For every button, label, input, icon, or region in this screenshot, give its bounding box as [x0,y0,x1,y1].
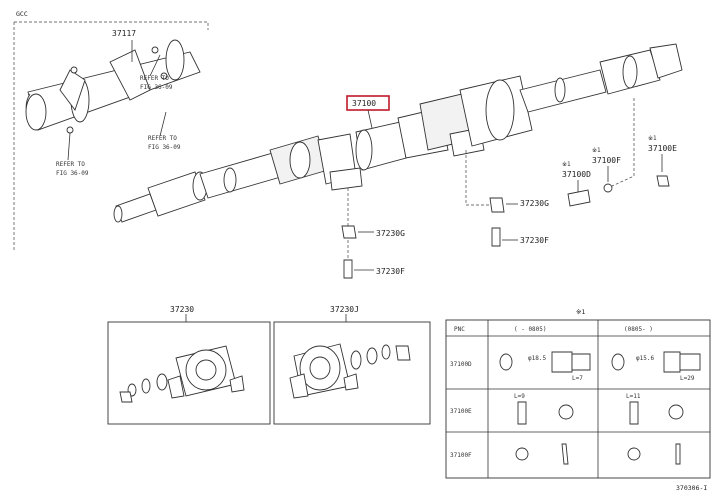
table-row2-dim1: L=9 [514,393,525,400]
part-37100e-mark: ※1 [648,135,657,142]
refer-note-2b: FIG 36-09 [148,144,181,151]
refer-note-1b: FIG 36-09 [140,84,173,91]
table-row2-pnc: 37100E [450,408,472,415]
part-37100f-label[interactable]: 37100F [592,156,621,165]
table-row1-dim1: φ18.5 [528,355,546,362]
refer-note-3b: FIG 36-09 [56,170,89,177]
table-row1-pnc: 37100D [450,361,472,368]
diagram-id: 370306-I [676,484,707,492]
box1-title[interactable]: 37230 [170,305,194,314]
propeller-shaft-37100 [113,43,683,223]
part-37230f-right-label[interactable]: 37230F [520,236,549,245]
washer-37100f [603,183,613,193]
center-bearing-37230 [119,345,245,403]
box1-frame [107,321,271,425]
box2-frame [273,321,431,425]
table-row1-dim2: φ15.6 [636,355,654,362]
table-header-col2: (0805- ) [624,326,653,333]
table-mark: ※1 [576,308,585,316]
part-37117-label: 37117 [112,29,136,38]
table-header-pnc: PNC [454,326,465,333]
part-37100e-label[interactable]: 37100E [648,144,677,153]
refer-note-2a: REFER TO [148,135,177,142]
part-37100f-mark: ※1 [592,147,601,154]
table-row3-pnc: 37100F [450,452,472,459]
spec-table: PNC ( - 0805) (0805- ) 37100D φ18.5 L=7 … [445,319,711,479]
refer-note-3a: REFER TO [56,161,85,168]
table-row1-dim2b: L=29 [680,375,695,382]
table-header-col1: ( - 0805) [514,326,547,333]
table-row1-dim1b: L=7 [572,375,583,382]
table-row2-dim2: L=11 [626,393,641,400]
nut-37230g-right [489,197,505,213]
part-37100d-mark: ※1 [562,161,571,168]
front-tube-assembly [25,39,201,134]
gcc-label: GCC [16,10,28,18]
refer-note-1a: REFER TO [140,75,169,82]
bolt-37230f-left [343,259,353,279]
bolt-37100d [567,189,591,207]
part-37100d-label[interactable]: 37100D [562,170,591,179]
bolt-37230f-right [491,227,501,247]
part-37230g-left-label[interactable]: 37230G [376,229,405,238]
nut-37230g-left [341,225,357,239]
nut-37100e [656,175,670,187]
center-bearing-37230j [289,343,411,399]
part-37100-label[interactable]: 37100 [352,99,376,108]
gcc-bracket: GCC [13,10,209,250]
part-37230g-right-label[interactable]: 37230G [520,199,549,208]
box2-title[interactable]: 37230J [330,305,359,314]
part-37230f-left-label[interactable]: 37230F [376,267,405,276]
